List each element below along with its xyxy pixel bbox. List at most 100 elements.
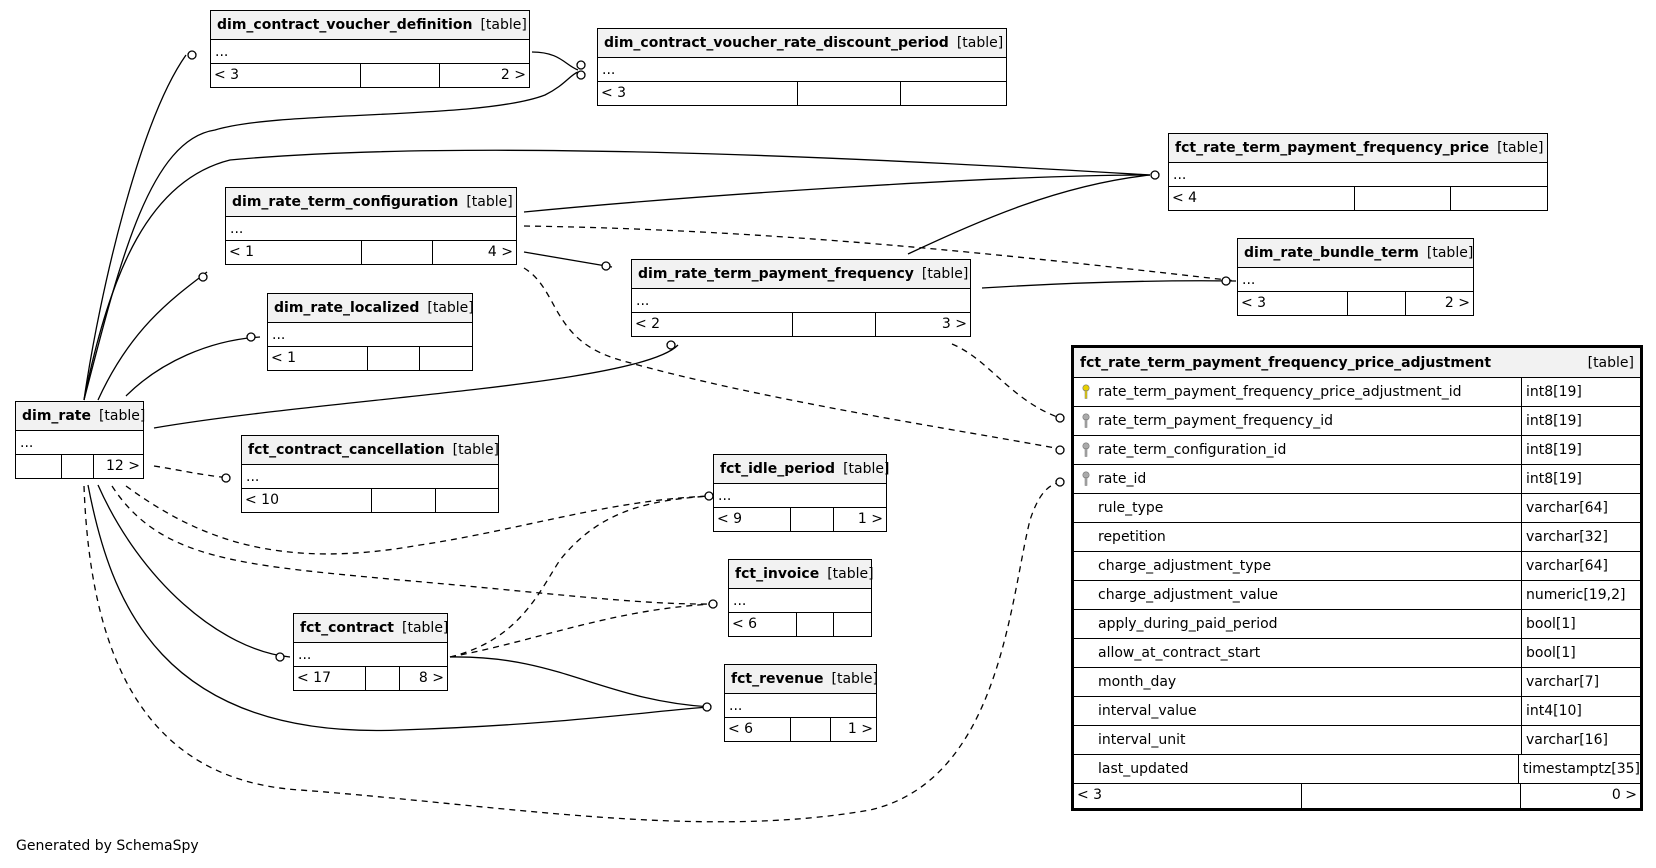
table-fct-rate-term-payment-frequency-price[interactable]: fct_rate_term_payment_frequency_price[ta…	[1168, 133, 1548, 211]
table-kind: [table]	[480, 17, 527, 33]
parent-count: < 2	[632, 313, 793, 336]
column-name-cell: rate_term_payment_frequency_price_adjust…	[1074, 378, 1522, 406]
edge-marker	[221, 473, 231, 483]
column-name-cell: rate_term_payment_frequency_id	[1074, 407, 1522, 435]
column-name-cell: month_day	[1074, 668, 1522, 696]
row-count	[793, 313, 876, 336]
table-header: fct_contract[table]	[294, 614, 449, 643]
column-name: last_updated	[1098, 761, 1189, 777]
edge-rtc-rtpf	[523, 251, 613, 268]
table-name: dim_rate	[22, 408, 91, 424]
table-header: fct_invoice [table]	[729, 560, 874, 589]
column-name-cell: interval_unit	[1074, 726, 1522, 754]
table-header: dim_rate_localized[table]	[268, 294, 474, 323]
generated-by-credit: Generated by SchemaSpy	[16, 838, 199, 854]
edge-marker	[704, 491, 714, 501]
column-name: month_day	[1098, 674, 1177, 690]
column-type: int8[19]	[1526, 384, 1582, 400]
table-header: dim_rate_bundle_term[table]	[1238, 239, 1473, 268]
table-columns-collapsed: ...	[211, 40, 529, 64]
table-columns-collapsed: ...	[16, 431, 143, 455]
table-name: dim_rate_bundle_term	[1244, 245, 1419, 261]
column-type: int8[19]	[1526, 471, 1582, 487]
row-count	[797, 613, 834, 636]
table-kind: [table]	[956, 35, 1004, 51]
column-name-cell: charge_adjustment_type	[1074, 552, 1522, 580]
table-dim-rate[interactable]: dim_rate[table] ... 12 >	[15, 401, 145, 479]
row-count	[362, 241, 433, 264]
parent-count: < 3	[1238, 292, 1348, 315]
edge-cvd-cvrdp	[531, 51, 579, 71]
column-name-cell: interval_value	[1074, 697, 1522, 725]
edge-marker	[576, 60, 586, 70]
edge-rate-rl	[125, 336, 261, 397]
parent-count: < 6	[725, 718, 791, 741]
column-name: rate_term_payment_frequency_id	[1098, 413, 1334, 429]
table-dim-rate-localized[interactable]: dim_rate_localized[table] ... < 1	[267, 293, 474, 371]
edge-marker	[198, 272, 208, 282]
table-dim-contract-voucher-rate-discount-period[interactable]: dim_contract_voucher_rate_discount_perio…	[597, 28, 1007, 106]
edge-rate-rev	[87, 484, 711, 732]
child-count: 8 >	[418, 670, 444, 686]
edge-marker	[708, 599, 718, 609]
edge-marker	[187, 50, 197, 60]
row-count	[1302, 784, 1521, 808]
child-count	[1451, 187, 1547, 210]
table-dim-rate-term-configuration[interactable]: dim_rate_term_configuration[table] ... <…	[225, 187, 517, 265]
table-name: fct_idle_period	[720, 461, 836, 477]
primary-key-icon	[1074, 384, 1098, 400]
edge-marker	[1150, 170, 1160, 180]
edge-rtpf-rtpfp	[907, 174, 1151, 255]
table-fct-contract-cancellation[interactable]: fct_contract_cancellation[table] ... < 1…	[241, 435, 499, 513]
column-name: interval_unit	[1098, 732, 1186, 748]
table-footer: < 4	[1169, 187, 1547, 210]
column-type: varchar[16]	[1526, 732, 1608, 748]
child-count: 0 >	[1611, 787, 1637, 803]
parent-count: < 9	[714, 508, 791, 531]
child-count: 2 >	[500, 67, 526, 83]
parent-count: < 17	[294, 667, 366, 690]
table-name: fct_rate_term_payment_frequency_price	[1175, 140, 1490, 156]
table-kind: [table]	[827, 566, 874, 582]
column-type: varchar[64]	[1526, 500, 1608, 516]
table-dim-rate-term-payment-frequency[interactable]: dim_rate_term_payment_frequency[table] .…	[631, 259, 971, 337]
column-type: timestamptz[35]	[1522, 761, 1640, 777]
parent-count: < 10	[242, 489, 372, 512]
edge-rtpf-rbt	[981, 280, 1237, 289]
edge-rtc-rtpfp	[523, 174, 1151, 213]
table-kind: [table]	[466, 194, 513, 210]
table-header: dim_contract_voucher_definition[table]	[211, 11, 529, 40]
column-name: charge_adjustment_type	[1098, 558, 1272, 574]
table-dim-contract-voucher-definition[interactable]: dim_contract_voucher_definition[table] .…	[210, 10, 530, 88]
edge-rtpf-adj	[951, 343, 1061, 419]
row-count	[62, 455, 94, 478]
foreign-key-icon	[1074, 442, 1098, 458]
table-name: dim_rate_term_payment_frequency	[638, 266, 914, 282]
table-fct-rate-term-payment-frequency-price-adjustment[interactable]: fct_rate_term_payment_frequency_price_ad…	[1071, 345, 1643, 811]
table-header: fct_rate_term_payment_frequency_price_ad…	[1074, 348, 1640, 378]
table-name: fct_invoice	[735, 566, 820, 582]
column-name-cell: rate_term_configuration_id	[1074, 436, 1522, 464]
table-header: fct_rate_term_payment_frequency_price[ta…	[1169, 134, 1547, 163]
column-row: last_updated timestamptz[35]	[1074, 755, 1640, 784]
table-kind: [table]	[402, 620, 449, 636]
table-header: dim_rate_term_payment_frequency[table]	[632, 260, 970, 289]
row-count	[1355, 187, 1451, 210]
edge-rate-cc	[153, 465, 231, 479]
column-list: rate_term_payment_frequency_price_adjust…	[1074, 378, 1640, 784]
child-count	[420, 347, 472, 370]
column-name: rate_term_configuration_id	[1098, 442, 1287, 458]
table-fct-invoice[interactable]: fct_invoice[table] ... < 6	[728, 559, 874, 637]
column-type: int8[19]	[1526, 442, 1582, 458]
edge-marker	[246, 332, 256, 342]
